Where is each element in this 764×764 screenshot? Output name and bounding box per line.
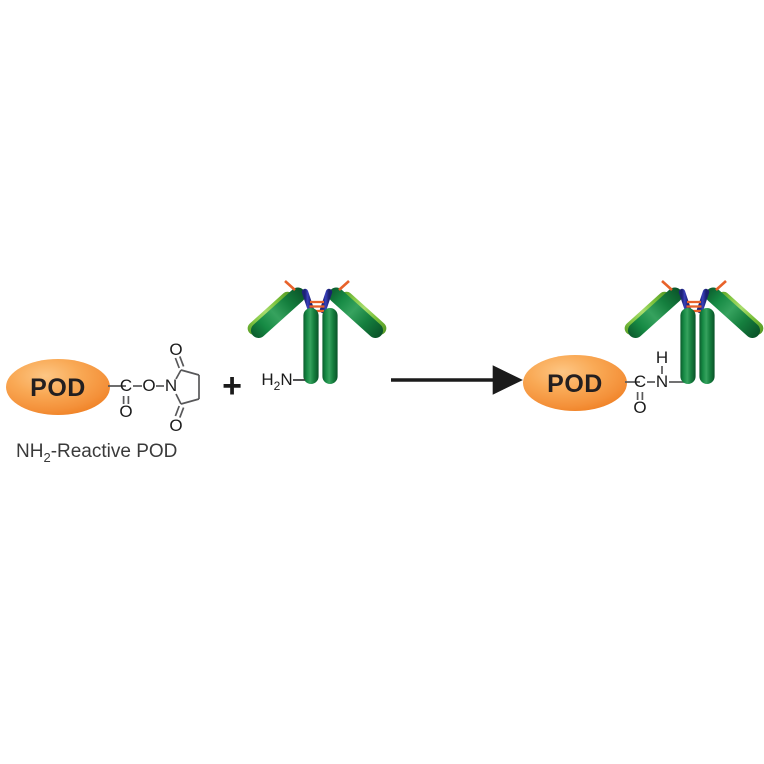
ester-oxygen-label: O bbox=[142, 376, 155, 395]
carbonyl-oxygen-label-reactant: O bbox=[119, 402, 132, 421]
ring-bond-ctop-ch2a bbox=[180, 369, 200, 376]
reactant-nh2-reactive-pod: POD C O O N O O NH2-Reactive POD bbox=[6, 340, 200, 465]
reactant-caption: NH2-Reactive POD bbox=[16, 441, 177, 465]
amide-oxygen-label: O bbox=[633, 398, 646, 417]
amide-carbon-label: C bbox=[634, 372, 646, 391]
caption-subscript: 2 bbox=[43, 450, 50, 465]
amide-nitrogen-label: N bbox=[656, 372, 668, 391]
antibody-reactant: H2N bbox=[245, 281, 389, 393]
amine-n: N bbox=[280, 370, 292, 389]
pod-ellipse-label-reactant: POD bbox=[30, 374, 86, 402]
product-conjugate: POD C O N H bbox=[523, 348, 684, 417]
carbonyl-carbon-label-reactant: C bbox=[120, 376, 132, 395]
ring-bond-n-ctop bbox=[175, 369, 182, 380]
amine-label-left: H2N bbox=[261, 370, 292, 393]
plus-sign: + bbox=[222, 367, 242, 405]
amide-hydrogen-label: H bbox=[656, 348, 668, 367]
ring-bond-ch2b-cbot bbox=[180, 398, 200, 405]
ring-bottom-double-bond-a bbox=[174, 405, 180, 417]
ring-bond-cbot-n bbox=[175, 393, 182, 405]
caption-remainder: -Reactive POD bbox=[51, 441, 178, 462]
pod-ellipse-label-product: POD bbox=[547, 370, 603, 398]
caption-nh: NH bbox=[16, 441, 43, 462]
ring-top-double-bond-b bbox=[179, 356, 185, 367]
amine-h: H bbox=[261, 370, 273, 389]
imide-nitrogen-label: N bbox=[165, 376, 177, 395]
amine-subscript: 2 bbox=[274, 379, 281, 393]
ring-top-oxygen-label: O bbox=[169, 340, 182, 359]
ring-bottom-double-bond-b bbox=[179, 407, 185, 418]
pod-ellipse-reactant bbox=[6, 359, 110, 415]
ring-bottom-oxygen-label: O bbox=[169, 416, 182, 435]
pod-ellipse-product bbox=[523, 355, 627, 411]
ring-top-double-bond-a bbox=[174, 357, 180, 369]
